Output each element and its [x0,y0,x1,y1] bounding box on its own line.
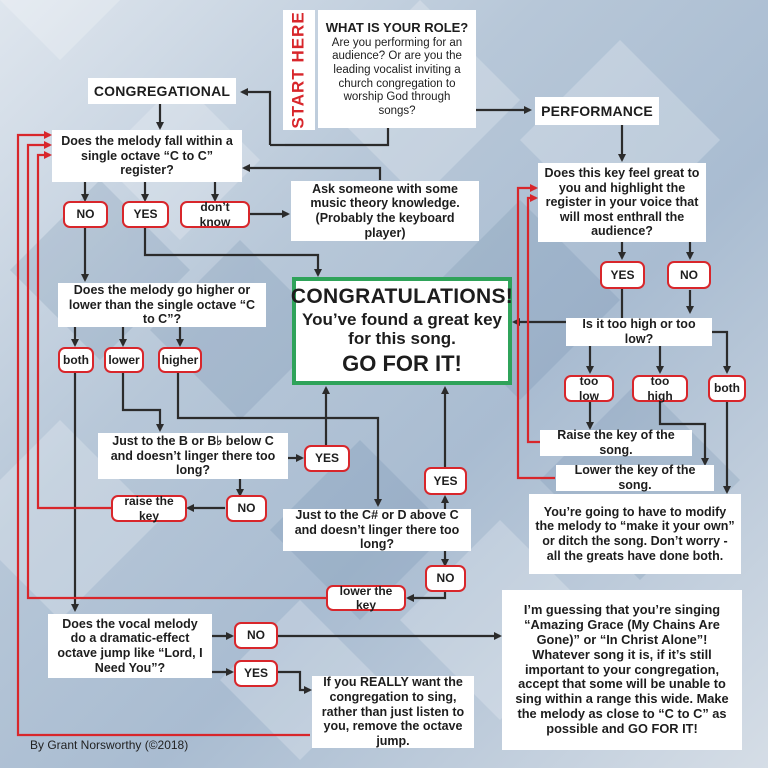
both-pill-performance: both [708,375,746,402]
author-credit: By Grant Norsworthy (©2018) [30,738,189,752]
b-below-yes-pill: YES [304,445,350,472]
too-high-pill: too high [632,374,688,403]
dont-know-pill: don’t know [180,200,250,229]
performance-yes-pill: YES [600,261,645,289]
congratulations-box: CONGRATULATIONS! You’ve found a great ke… [290,277,514,385]
too-low-pill: too low [564,374,614,403]
ask-someone-box: Ask someone with some music theory knowl… [291,181,479,241]
c-above-question: Just to the C# or D above C and doesn’t … [283,508,471,551]
performance-no-pill: NO [667,261,711,289]
higher-lower-question: Does the melody go higher or lower than … [58,283,266,327]
c-above-no-pill: NO [425,565,466,592]
raise-the-key-pill: raise the key [111,494,187,523]
octave-question: Does the melody fall within a single oct… [52,130,242,182]
role-title: WHAT IS YOUR ROLE? [325,19,469,35]
lower-pill: lower [104,347,144,373]
remove-jump-box: If you REALLY want the congregation to s… [312,675,474,748]
c-above-yes-pill: YES [424,467,467,495]
raise-key-box: Raise the key of the song. [540,428,692,457]
start-here-label: START HERE [283,10,315,130]
jump-yes-pill: YES [234,660,278,687]
octave-jump-question: Does the vocal melody do a dramatic-effe… [48,614,212,678]
lower-key-box: Lower the key of the song. [556,463,714,492]
both-pill: both [58,347,94,373]
octave-yes-pill: YES [122,201,169,228]
higher-pill: higher [158,347,202,373]
lower-the-key-pill: lower the key [326,584,406,612]
high-or-low-question: Is it too high or too low? [566,317,712,346]
modify-melody-box: You’re going to have to modify the melod… [529,494,741,574]
role-question: WHAT IS YOUR ROLE? Are you performing fo… [318,10,476,128]
congregational-header: CONGREGATIONAL [88,78,236,104]
feel-great-question: Does this key feel great to you and high… [538,163,706,242]
octave-no-pill: NO [63,201,108,228]
congrats-title: CONGRATULATIONS! [290,284,514,308]
performance-header: PERFORMANCE [535,97,659,125]
congrats-message: You’ve found a great key for this song. [302,309,502,349]
wide-range-note: I’m guessing that you’re singing “Amazin… [502,590,742,750]
b-below-question: Just to the B or B♭ below C and doesn’t … [98,433,288,479]
congrats-go: GO FOR IT! [342,351,462,377]
role-body: Are you performing for an audience? Or a… [331,36,463,117]
b-below-no-pill: NO [226,495,267,522]
jump-no-pill: NO [234,622,278,649]
